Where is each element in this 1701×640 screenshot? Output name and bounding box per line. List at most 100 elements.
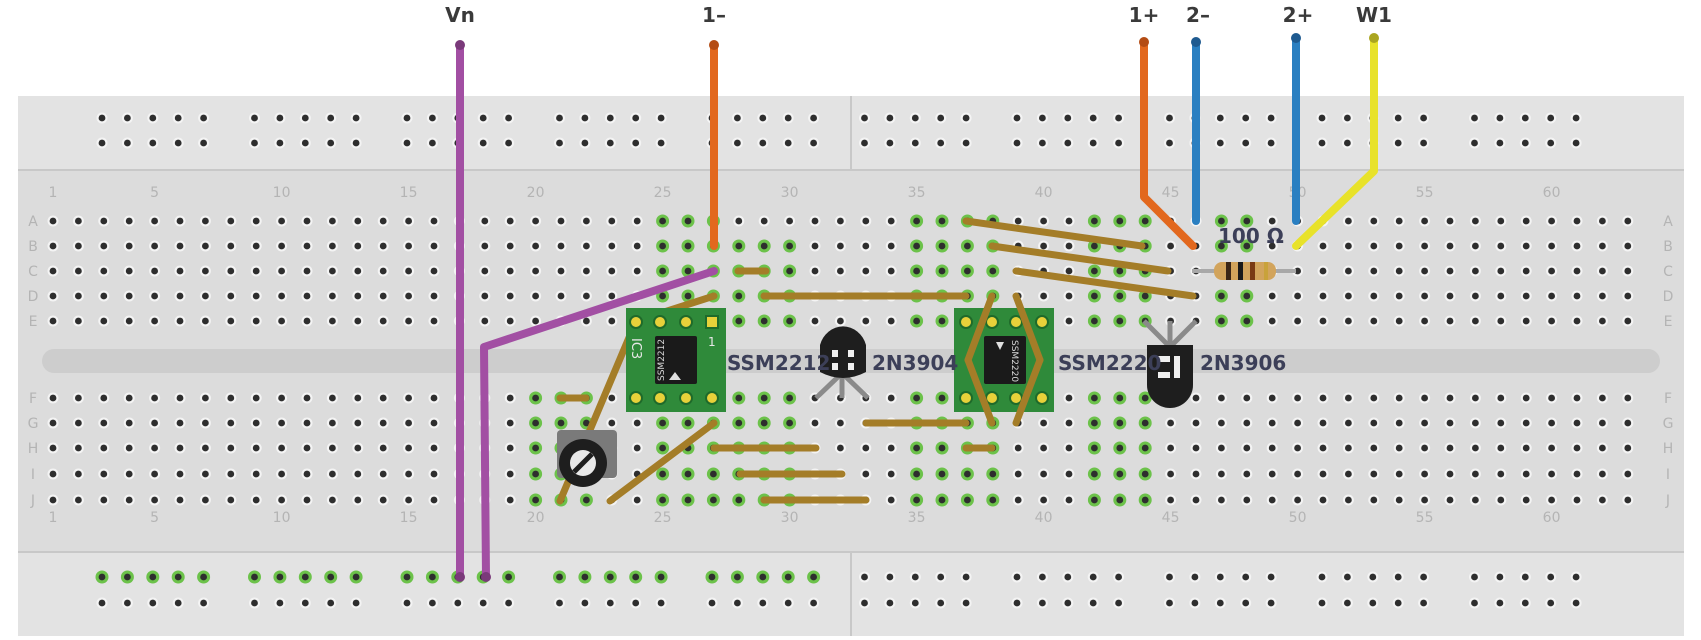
breadboard-hole-center (1294, 444, 1301, 452)
breadboard-hole-center (657, 139, 665, 147)
breadboard-hole-center (75, 242, 82, 250)
breadboard-hole-center (735, 292, 743, 300)
breadboard-hole-center (1345, 242, 1352, 250)
breadboard-hole-center (1294, 394, 1301, 402)
breadboard-hole-center (760, 242, 768, 250)
breadboard-hole-center (1522, 394, 1530, 402)
breadboard-hole-center (200, 573, 208, 581)
breadboard-hole-center (1242, 599, 1250, 607)
breadboard-hole-center (1216, 139, 1224, 147)
column-number: 30 (781, 510, 799, 526)
breadboard-hole-center (1472, 419, 1479, 427)
jumper-wire (1012, 267, 1197, 300)
breadboard-hole-center (429, 114, 436, 122)
breadboard-hole-center (252, 394, 260, 402)
breadboard-hole-center (1624, 242, 1632, 250)
breadboard-hole-center (329, 394, 336, 402)
breadboard-hole-center (659, 444, 666, 452)
breadboard-hole-center (379, 419, 387, 427)
breadboard-hole-center (1268, 292, 1276, 300)
breadboard-hole-center (837, 267, 844, 275)
breadboard-hole-center (202, 419, 209, 427)
breadboard-hole-center (837, 242, 844, 250)
breadboard-hole-center (532, 292, 539, 300)
breadboard-hole-center (1522, 444, 1530, 452)
breadboard-hole-center (684, 242, 692, 250)
breadboard-hole-center (557, 419, 565, 427)
breadboard-hole-center (1395, 496, 1403, 504)
jumper-wires (556, 217, 1197, 505)
vn-branch-wire (480, 267, 718, 581)
breadboard-hole-center (532, 419, 539, 427)
breadboard-hole-center (227, 419, 235, 427)
breadboard-hole-center (1370, 496, 1378, 504)
breadboard-hole-center (278, 444, 285, 452)
breadboard-hole-center (227, 470, 235, 478)
pin1-mark: 1 (708, 335, 716, 349)
breadboard-hole-center (430, 394, 438, 402)
breadboard-hole-center (1624, 394, 1632, 402)
breadboard-hole-center (557, 242, 565, 250)
breadboard-hole-center (481, 242, 489, 250)
breadboard-hole-center (174, 114, 182, 122)
breadboard-hole-center (1420, 573, 1427, 581)
breadboard-hole-center (329, 217, 336, 225)
breadboard-hole-center (1014, 470, 1022, 478)
potentiometer (557, 430, 617, 487)
column-number: 35 (908, 185, 926, 201)
breadboard-hole-center (1091, 394, 1098, 402)
breadboard-hole-center (887, 242, 895, 250)
breadboard-hole-center (1040, 242, 1047, 250)
breadboard-hole-center (379, 470, 387, 478)
breadboard-hole-center (937, 114, 945, 122)
breadboard-hole-center (276, 599, 284, 607)
breadboard-hole-center (633, 217, 641, 225)
breadboard-hole-center (1497, 394, 1505, 402)
breadboard-hole-center (403, 114, 411, 122)
breadboard-hole-center (405, 394, 412, 402)
breadboard-hole-center (49, 267, 57, 275)
breadboard-hole-center (784, 114, 792, 122)
row-letter: D (28, 289, 39, 305)
breadboard-hole-center (454, 599, 462, 607)
breadboard-hole-center (964, 496, 971, 504)
breadboard-hole-center (75, 470, 82, 478)
column-number: 50 (1289, 510, 1307, 526)
breadboard-hole-center (354, 292, 362, 300)
breadboard-hole-center (329, 242, 336, 250)
breadboard-hole-center (1091, 419, 1098, 427)
breadboard-hole-center (252, 292, 260, 300)
breadboard-hole-center (1319, 444, 1327, 452)
breadboard-hole-center (327, 139, 335, 147)
breadboard-hole-center (735, 394, 743, 402)
breadboard-hole-center (405, 292, 412, 300)
breadboard-hole-center (786, 419, 793, 427)
breadboard-hole-center (430, 317, 438, 325)
breadboard-hole-center (962, 573, 970, 581)
breadboard-hole-center (1268, 217, 1276, 225)
breadboard-hole-center (684, 496, 692, 504)
breadboard-hole-center (303, 419, 311, 427)
breadboard-hole-center (937, 573, 945, 581)
breadboard-hole-center (964, 242, 971, 250)
breadboard-hole-center (1522, 217, 1530, 225)
breadboard-hole-center (227, 394, 235, 402)
breadboard-hole-center (735, 496, 743, 504)
breadboard-hole-center (252, 217, 260, 225)
breadboard-hole-center (861, 599, 868, 607)
breadboard-hole-center (1496, 139, 1504, 147)
breadboard-hole-center (1421, 470, 1428, 478)
breadboard-hole-center (1624, 419, 1632, 427)
breadboard-hole-center (1243, 292, 1251, 300)
breadboard-hole-center (227, 496, 235, 504)
column-number: 55 (1416, 510, 1434, 526)
breadboard-hole-center (1116, 394, 1124, 402)
breadboard-hole-center (430, 419, 438, 427)
breadboard-hole-center (303, 394, 311, 402)
breadboard-hole-center (837, 217, 844, 225)
breadboard-hole-center (786, 317, 793, 325)
breadboard-hole-center (557, 217, 565, 225)
breadboard-hole-center (1243, 470, 1251, 478)
breadboard-hole-center (276, 139, 284, 147)
breadboard-hole-center (1242, 573, 1250, 581)
